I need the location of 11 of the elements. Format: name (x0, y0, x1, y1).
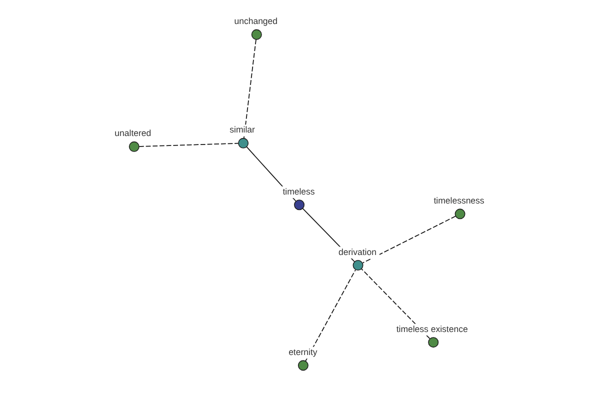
connector (360, 268, 430, 340)
node-label: unchanged (234, 16, 278, 26)
connector (138, 142, 238, 147)
connector (304, 269, 356, 362)
node-label: unaltered (114, 128, 151, 138)
node-label: timelessness (433, 195, 484, 206)
connector (242, 39, 256, 139)
node-circle (128, 141, 139, 152)
connector (362, 216, 456, 264)
node-circle (454, 208, 465, 220)
node-circle (250, 29, 262, 40)
